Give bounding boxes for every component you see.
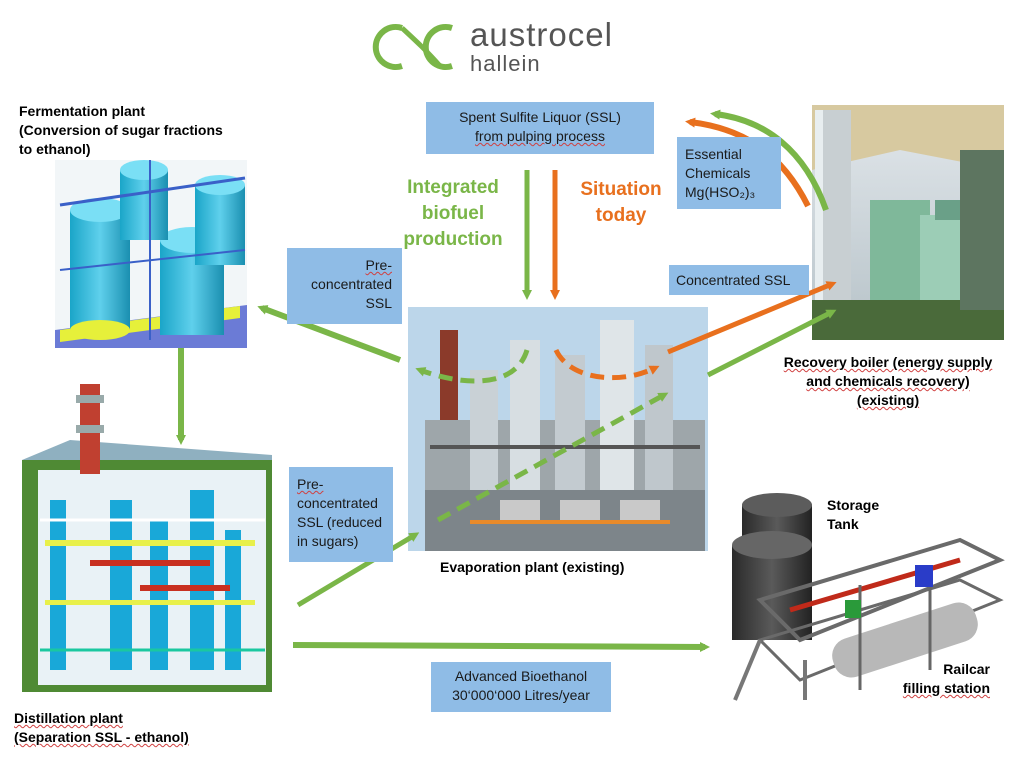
fermentation-line-2: (Conversion of sugar fractions <box>19 122 223 138</box>
evaporation-plant-label: Evaporation plant (existing) <box>440 558 624 577</box>
railcar-line-2: filling station <box>902 680 990 696</box>
arrow-integrated-dashed-left <box>415 349 530 384</box>
arrow-evaporation-to-fermentation <box>257 305 402 363</box>
integrated-line-2: biofuel <box>421 203 485 224</box>
integrated-biofuel-caption: Integrated biofuel production <box>398 175 508 253</box>
pre-concentrated-ssl-bottom-box: Pre- concentrated SSL (reduced in sugars… <box>289 467 393 562</box>
pre-ssl-top-line-1: Pre- <box>365 257 392 273</box>
bioethanol-line-2: 30‘000‘000 Litres/year <box>452 687 590 703</box>
railcar-label: Railcar filling station <box>880 660 990 698</box>
fermentation-plant-label: Fermentation plant (Conversion of sugar … <box>19 102 223 159</box>
pre-ssl-top-line-3: SSL <box>365 295 392 311</box>
pre-ssl-bottom-line-3: SSL (reduced <box>297 514 383 530</box>
evaporation-text: Evaporation plant (existing) <box>440 559 625 575</box>
today-line-1: Situation <box>580 179 662 200</box>
integrated-line-1: Integrated <box>407 177 499 198</box>
storage-line-2: Tank <box>827 516 859 532</box>
integrated-line-3: production <box>403 229 503 250</box>
pre-concentrated-ssl-top-box: Pre- concentrated SSL <box>287 248 402 324</box>
arrow-evaporation-to-boiler-green <box>706 309 837 378</box>
arrow-today-dashed <box>553 348 660 381</box>
bioethanol-box: Advanced Bioethanol 30‘000‘000 Litres/ye… <box>431 662 611 712</box>
railcar-station-image <box>732 493 1005 701</box>
fermentation-line-3: to ethanol) <box>19 141 91 157</box>
logo-name: austrocel <box>470 16 613 53</box>
concentrated-ssl-box: Concentrated SSL <box>669 265 809 295</box>
essential-chemicals-box: Essential Chemicals Mg(HSO₂)₃ <box>677 137 781 209</box>
arrow-boiler-chemicals-green <box>710 109 829 211</box>
logo-subtitle: hallein <box>470 51 541 76</box>
today-line-2: today <box>595 205 647 226</box>
pre-ssl-bottom-line-2: concentrated <box>297 495 378 511</box>
recovery-line-1: Recovery boiler (energy supply <box>783 354 993 370</box>
concentrated-ssl-text: Concentrated SSL <box>676 272 791 288</box>
chemicals-line-3: Mg(HSO₂)₃ <box>685 184 756 200</box>
flow-arrows <box>176 109 837 652</box>
recovery-boiler-label: Recovery boiler (energy supply and chemi… <box>763 353 1013 410</box>
evaporation-plant-image <box>408 307 708 551</box>
arrow-evaporation-to-boiler-orange <box>667 281 837 355</box>
recovery-line-3: (existing) <box>856 392 920 408</box>
distillation-line-2: (Separation SSL - ethanol) <box>14 729 189 745</box>
ssl-source-line-1: Spent Sulfite Liquor (SSL) <box>459 109 621 125</box>
situation-today-caption: Situation today <box>566 177 676 229</box>
arrow-distillation-to-evaporation <box>296 532 420 608</box>
fermentation-plant-image <box>55 160 247 348</box>
recovery-boiler-image <box>812 105 1004 340</box>
bioethanol-line-1: Advanced Bioethanol <box>454 668 588 684</box>
recovery-line-2: and chemicals recovery) <box>806 373 970 389</box>
railcar-line-1: Railcar <box>943 661 990 677</box>
ssl-source-line-2: from pulping process <box>475 128 605 144</box>
arrow-distillation-to-railcar <box>292 641 710 652</box>
austrocel-logo-mark <box>372 24 453 70</box>
chemicals-line-2: Chemicals <box>685 165 751 181</box>
storage-tank-label: Storage Tank <box>827 496 879 534</box>
chemicals-line-1: Essential <box>685 146 742 162</box>
fermentation-line-1: Fermentation plant <box>19 103 146 119</box>
pre-ssl-bottom-line-1: Pre- <box>297 476 324 492</box>
distillation-line-1: Distillation plant <box>14 710 123 726</box>
storage-line-1: Storage <box>827 497 880 513</box>
ssl-source-box: Spent Sulfite Liquor (SSL) from pulping … <box>426 102 654 154</box>
pre-ssl-bottom-line-4: in sugars) <box>297 533 359 549</box>
distillation-plant-label: Distillation plant (Separation SSL - eth… <box>14 709 189 747</box>
logo-text: austrocel hallein <box>470 18 613 76</box>
distillation-plant-image <box>22 384 272 692</box>
pre-ssl-top-line-2: concentrated <box>311 276 392 292</box>
